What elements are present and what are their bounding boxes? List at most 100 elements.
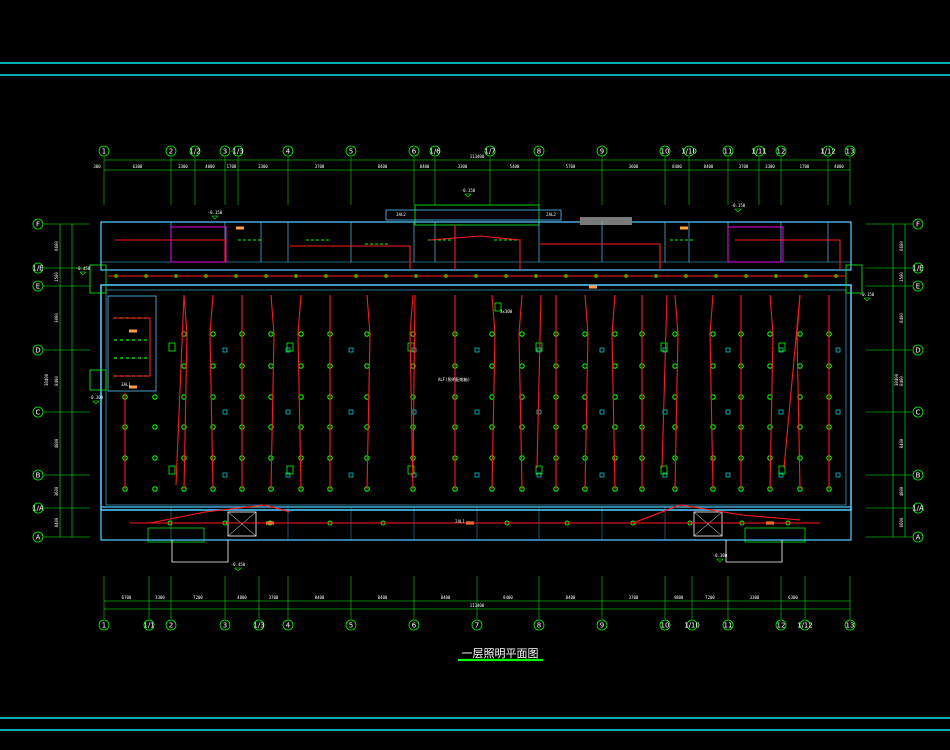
left-axis-bubble [32,280,44,292]
outlet-box [285,409,291,415]
bottom-dimension-value: 7200 [705,595,715,600]
distribution-panel [535,465,543,475]
top-axis-bubble [533,145,545,157]
toilet-core-left [170,226,227,263]
right-axis-bubble [912,406,924,418]
distribution-panel [286,465,294,475]
ceiling-light [612,424,618,430]
ceiling-light [612,455,618,461]
panel-label: 2AL2 [546,212,556,217]
top-axis-label: 5 [349,148,353,156]
left-axis-label: B [36,472,41,480]
ceiling-light [767,455,773,461]
bottom-axis-label: 3 [223,622,227,630]
outlet-box [835,409,841,415]
outlet-box [662,409,668,415]
top-dimension-value: 3300 [765,164,775,169]
elevation-triangle [92,400,100,405]
bottom-dimension-value: 7200 [193,595,203,600]
top-dimension-value: 8400 [672,164,682,169]
top-axis-bubble [596,145,608,157]
top-dimension-value: 3300 [458,164,468,169]
top-dimension-value: 1700 [800,164,810,169]
elevation-mark: -0.150 [461,188,476,193]
panel-note: ALF(照明配电箱) [438,376,470,382]
east-entry-vestibule [845,264,863,294]
elevation-triangle [863,297,871,302]
distribution-panel [168,465,176,475]
elevation-mark: -0.450 [231,562,246,567]
left-axis-bubble [32,344,44,356]
right-axis-label: C [916,409,921,417]
bottom-dimension-value: 6700 [122,595,132,600]
ceiling-light [519,424,525,430]
bottom-axis-label: 7 [475,622,479,630]
top-dimension-value: 6300 [133,164,143,169]
ceiling-light [364,424,370,430]
elevation-mark: -0.300 [713,553,728,558]
left-total-value: 38400 [44,373,49,386]
lighting-run [209,294,214,490]
top-axis-bubble [232,145,244,157]
bottom-dimension-value: 3700 [629,595,639,600]
top-axis-label: 9 [600,148,604,156]
ceiling-light [298,455,304,461]
bottom-axis-label: 8 [537,622,541,630]
fixture-spec-label: 3x36W [500,309,513,314]
outlet-box [348,472,354,478]
top-axis-label: 12 [777,148,786,156]
lighting-run [674,294,679,490]
right-dimension-value: 1500 [899,272,904,282]
wiring-circuits [108,225,846,524]
top-dimension-value: 3600 [629,164,639,169]
right-axis-bubble [912,502,924,514]
bottom-axis-bubble [799,619,811,631]
toilet-core-right [727,226,784,263]
building-outline [89,204,863,563]
left-axis-bubble [32,218,44,230]
ceiling-light [152,424,158,430]
south-steps-right [725,540,783,563]
lighting-run [709,294,714,490]
bottom-axis-bubble [686,619,698,631]
outlet-box [599,472,605,478]
ceiling-light [672,331,678,337]
bottom-axis-bubble [165,619,177,631]
ceiling-light [797,455,803,461]
ceiling-light [672,455,678,461]
outlet-box [599,409,605,415]
stair-cross [693,511,723,537]
left-axis-bubble [32,502,44,514]
outlet-box [778,472,784,478]
sheet-frame [0,62,950,731]
ceiling-light [767,424,773,430]
outlet-box [835,472,841,478]
home-run [661,294,668,469]
top-dimension-value: 4000 [834,164,844,169]
panel-label: 3AL1 [121,382,131,387]
elevation-mark: -0.150 [208,210,223,215]
entrance-porch [414,204,540,226]
stair-cross [227,511,257,537]
left-axis-label: C [36,409,41,417]
top-axis-bubble [822,145,834,157]
ceiling-light [364,331,370,337]
outlet-box [222,347,228,353]
outlet-box [536,472,542,478]
home-run [783,294,801,469]
elevation-mark: -0.450 [76,266,91,271]
right-dimension-value: 8400 [899,438,904,448]
bottom-axis-label: 9 [600,622,604,630]
top-axis-label: 13 [846,148,855,156]
top-dimension-value: 1700 [227,164,237,169]
left-dimension-value: 3000 [54,313,59,323]
bottom-axis-bubble [775,619,787,631]
top-dimension-value: 8400 [378,164,388,169]
right-total-value: 38400 [894,373,899,386]
bottom-dimension-value: 6300 [788,595,798,600]
top-axis-label: 3 [223,148,227,156]
top-axis-label: 1/7 [484,148,495,156]
left-dimension-value: 8400 [54,517,59,527]
bottom-axis-bubble [596,619,608,631]
distribution-panel [660,342,668,352]
